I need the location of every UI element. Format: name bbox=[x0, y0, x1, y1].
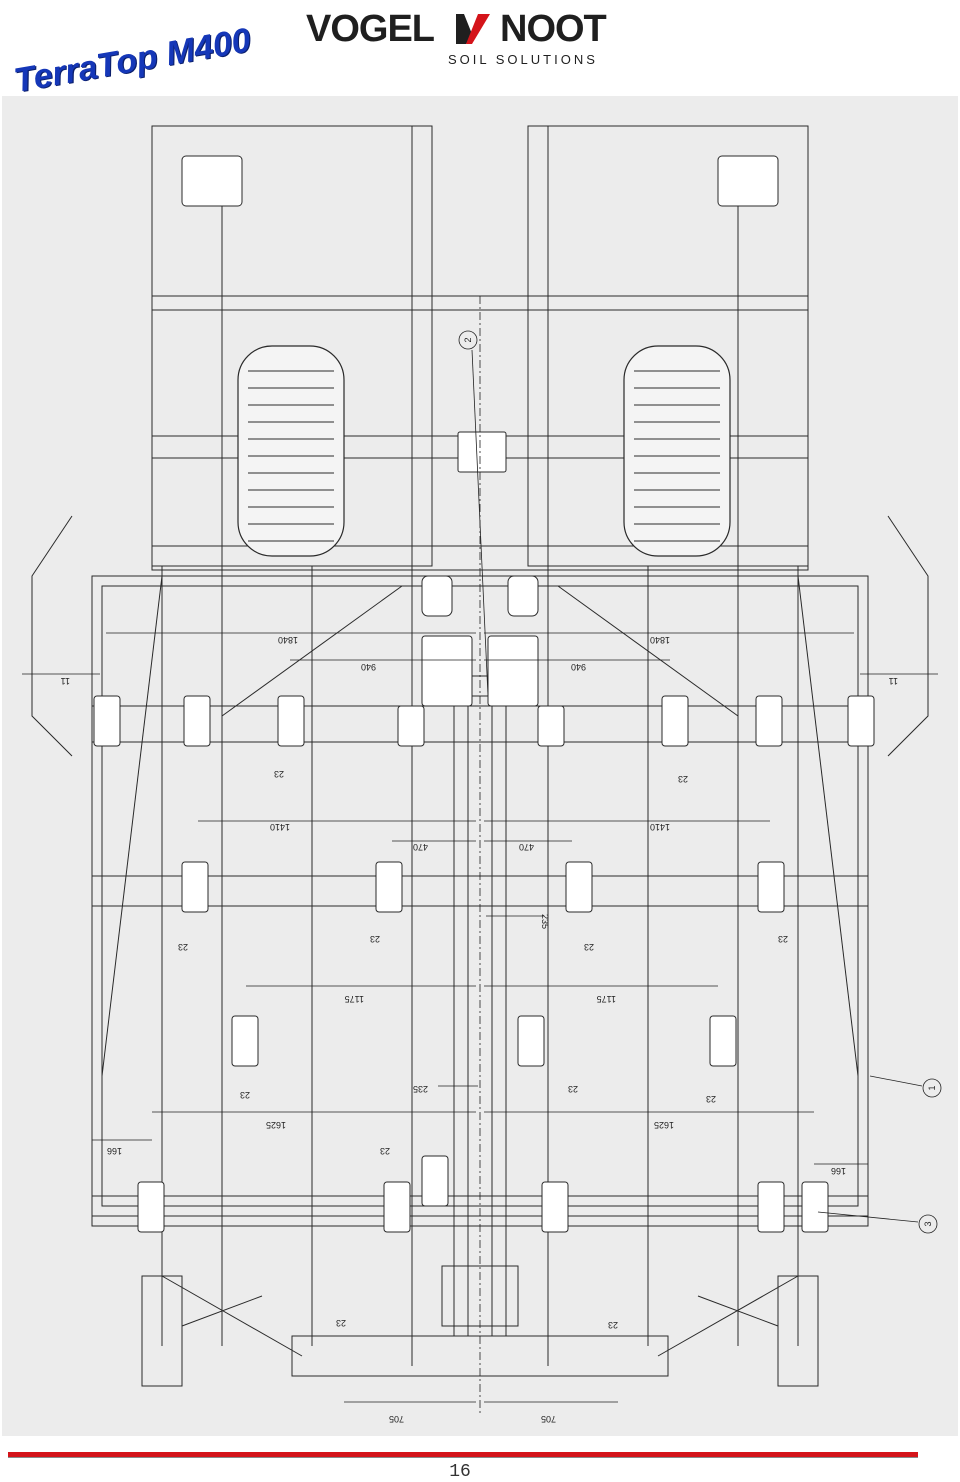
dim-705-right: 705 bbox=[541, 1414, 556, 1424]
dim-23-e: 23 bbox=[584, 942, 594, 952]
dim-1410-right: 1410 bbox=[650, 822, 670, 832]
dim-1175-right: 1175 bbox=[597, 994, 616, 1004]
dim-940-left: 940 bbox=[361, 662, 376, 672]
brand-logo: VOGEL NOOT SOIL SOLUTIONS bbox=[300, 8, 630, 68]
dim-23-b: 23 bbox=[678, 774, 688, 784]
drawing-canvas: 1840 1840 940 940 11 11 23 23 1410 1410 … bbox=[22, 125, 942, 1424]
dim-940-right: 940 bbox=[571, 662, 586, 672]
dim-166-right: 166 bbox=[831, 1166, 846, 1176]
dim-705-left: 705 bbox=[389, 1414, 404, 1424]
dim-23-g: 23 bbox=[240, 1090, 250, 1100]
dim-23-h: 23 bbox=[568, 1084, 578, 1094]
callout-2: 2 bbox=[463, 337, 473, 342]
brand-left-word: VOGEL bbox=[306, 8, 435, 50]
dim-1410-left: 1410 bbox=[270, 822, 290, 832]
product-title: TerraTop M400 bbox=[11, 21, 254, 101]
dim-23-k: 23 bbox=[336, 1318, 346, 1328]
dim-23-i: 23 bbox=[706, 1094, 716, 1104]
dim-1175-left: 1175 bbox=[345, 994, 364, 1004]
dim-11-left: 11 bbox=[61, 676, 70, 686]
dim-23-d: 23 bbox=[370, 934, 380, 944]
dim-166-left: 166 bbox=[107, 1146, 122, 1156]
brand-mark-icon bbox=[456, 14, 490, 44]
dim-11-right: 11 bbox=[889, 676, 898, 686]
technical-drawing: 1840 1840 940 940 11 11 23 23 1410 1410 … bbox=[2, 96, 958, 1436]
dim-23-l: 23 bbox=[608, 1320, 618, 1330]
dim-23-a: 23 bbox=[274, 769, 284, 779]
dim-1840-left: 1840 bbox=[278, 635, 298, 645]
dim-1625-left: 1625 bbox=[266, 1120, 286, 1130]
dim-23-f: 23 bbox=[778, 934, 788, 944]
dim-235-a: 235 bbox=[540, 914, 550, 929]
callout-3: 3 bbox=[923, 1221, 933, 1226]
dim-23-c: 23 bbox=[178, 942, 188, 952]
dim-470-right: 470 bbox=[519, 842, 534, 852]
dim-470-left: 470 bbox=[413, 842, 428, 852]
dim-1625-right: 1625 bbox=[654, 1120, 674, 1130]
footer-divider bbox=[8, 1457, 918, 1458]
page-number: 16 bbox=[449, 1462, 471, 1482]
brand-tagline: SOIL SOLUTIONS bbox=[448, 52, 598, 67]
dim-235-b: 235 bbox=[413, 1084, 428, 1094]
dim-1840-right: 1840 bbox=[650, 635, 670, 645]
footer-red-line bbox=[8, 1452, 918, 1457]
callout-1: 1 bbox=[927, 1085, 937, 1090]
brand-right-word: NOOT bbox=[500, 8, 607, 50]
dim-23-j: 23 bbox=[380, 1146, 390, 1156]
